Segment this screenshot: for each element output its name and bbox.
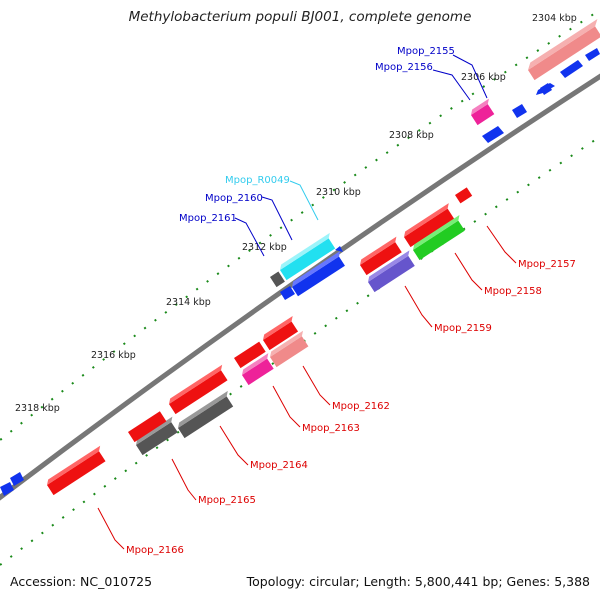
gene-track-outer <box>0 18 600 496</box>
tick-label-2310: 2310 kbp <box>316 187 361 198</box>
gene-blue-left-edge <box>0 482 14 496</box>
gene-blue-small-2310 <box>335 246 343 252</box>
gene-mpop-2157-bar <box>404 203 455 248</box>
gene-label-mpop-2159[interactable]: Mpop_2159 <box>434 323 492 334</box>
tick-label-2316: 2316 kbp <box>91 350 136 361</box>
accession-text: Accession: NC_010725 <box>10 574 153 589</box>
gene-red-2314 <box>263 315 299 351</box>
gene-red-2310 <box>360 236 402 276</box>
gene-mpop-2159-bar <box>368 250 415 293</box>
gene-mpop-2163-bar <box>241 353 274 386</box>
gene-red-small-2308 <box>455 187 473 204</box>
map-title: Methylobacterium populi BJ001, complete … <box>128 9 472 25</box>
leader-lines-upper <box>234 54 488 257</box>
gene-mpop-2158-bar <box>413 215 465 261</box>
gene-label-mpop-2161[interactable]: Mpop_2161 <box>179 213 237 224</box>
tick-label-2314: 2314 kbp <box>166 297 211 308</box>
gene-mpop-2161-bar <box>270 271 285 288</box>
gene-label-mpop-2162[interactable]: Mpop_2162 <box>332 401 390 412</box>
gene-mpop-2162-bar <box>270 330 309 368</box>
gene-mpop-2164-bar <box>178 390 234 439</box>
gene-label-mpop-2155[interactable]: Mpop_2155 <box>397 46 455 57</box>
tick-label-2304: 2304 kbp <box>532 13 577 24</box>
gene-label-mpop-2156[interactable]: Mpop_2156 <box>375 62 433 73</box>
gene-mpop-2156-arrows <box>536 48 600 95</box>
gene-label-mpop-2166[interactable]: Mpop_2166 <box>126 545 184 556</box>
tick-label-2308: 2308 kbp <box>389 130 434 141</box>
gene-label-mpop-2158[interactable]: Mpop_2158 <box>484 286 542 297</box>
tick-track-outer <box>0 9 600 442</box>
gene-mpop-2165-bar <box>136 416 178 456</box>
gene-red-2316b <box>169 364 228 415</box>
gene-blue-2306 <box>482 104 527 143</box>
gene-label-mpop-2163[interactable]: Mpop_2163 <box>302 423 360 434</box>
gene-mpop-2155-block <box>528 18 600 81</box>
leader-lines-lower <box>97 225 517 550</box>
gene-label-mpop-2165[interactable]: Mpop_2165 <box>198 495 256 506</box>
gene-mpop-2166-bar <box>46 445 106 496</box>
gene-red-2316 <box>234 341 266 369</box>
gene-label-mpop-2164[interactable]: Mpop_2164 <box>250 460 308 471</box>
gene-mpop-r0049-bar <box>280 232 336 281</box>
tick-label-2312: 2312 kbp <box>242 242 287 253</box>
genome-summary-text: Topology: circular; Length: 5,800,441 bp… <box>246 574 590 589</box>
tick-label-2306: 2306 kbp <box>461 72 506 83</box>
gene-red-2318 <box>128 411 167 443</box>
gene-label-mpop-2160[interactable]: Mpop_2160 <box>205 193 263 204</box>
tick-label-2318: 2318 kbp <box>15 403 60 414</box>
gene-mpop-2160-bar <box>292 250 345 297</box>
gene-track-inner <box>46 187 473 496</box>
gene-label-mpop-r0049[interactable]: Mpop_R0049 <box>225 175 290 186</box>
gene-magenta-2306 <box>471 98 495 126</box>
gene-label-mpop-2157[interactable]: Mpop_2157 <box>518 259 576 270</box>
gene-blue-left-edge-2 <box>10 472 24 486</box>
gene-blue-small-2312 <box>280 286 295 300</box>
